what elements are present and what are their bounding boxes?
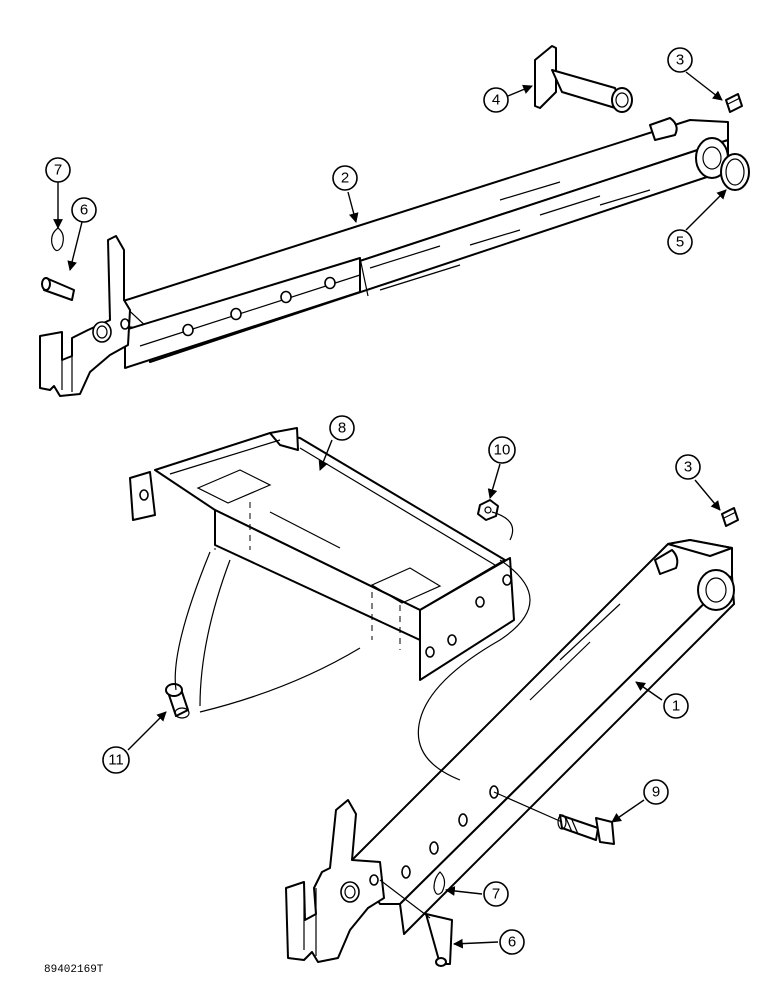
callout-11: 11 xyxy=(102,711,167,774)
svg-text:3: 3 xyxy=(684,459,692,476)
bolt xyxy=(557,814,615,845)
callout-6-lower: 6 xyxy=(453,929,525,955)
svg-text:6: 6 xyxy=(80,202,88,219)
bushing xyxy=(165,683,190,719)
svg-text:5: 5 xyxy=(676,234,684,251)
svg-text:1: 1 xyxy=(672,698,680,715)
callout-1: 1 xyxy=(635,681,689,719)
svg-text:3: 3 xyxy=(676,52,684,69)
svg-text:7: 7 xyxy=(492,886,500,903)
svg-text:4: 4 xyxy=(492,92,500,109)
assembly-lines xyxy=(174,511,563,919)
svg-text:6: 6 xyxy=(508,934,516,951)
svg-text:10: 10 xyxy=(494,442,511,459)
svg-text:2: 2 xyxy=(341,170,349,187)
callout-2: 2 xyxy=(332,165,359,223)
callout-5: 5 xyxy=(667,189,727,255)
svg-text:9: 9 xyxy=(652,784,660,801)
hitch-pin-lower xyxy=(425,871,453,967)
callout-10: 10 xyxy=(487,436,516,499)
callout-3-upper: 3 xyxy=(667,47,723,101)
callout-7-upper: 7 xyxy=(45,157,71,229)
callout-7-lower: 7 xyxy=(445,881,509,907)
lower-drawbar xyxy=(285,539,735,963)
snap-ring xyxy=(720,153,750,191)
svg-text:8: 8 xyxy=(338,420,346,437)
grease-fitting-lower xyxy=(721,507,739,527)
pivot-pin-upper xyxy=(534,45,633,113)
hitch-pin-upper xyxy=(41,227,75,301)
callout-3-lower: 3 xyxy=(675,454,721,511)
svg-text:7: 7 xyxy=(54,162,62,179)
upper-drawbar xyxy=(39,117,729,397)
grease-fitting-upper xyxy=(725,93,743,113)
callout-9: 9 xyxy=(611,779,669,823)
drawbar-support xyxy=(129,427,515,681)
hex-nut xyxy=(477,499,499,521)
callout-4: 4 xyxy=(483,84,533,113)
callout-8: 8 xyxy=(318,415,355,471)
drawing-reference-code: 89402169T xyxy=(44,964,104,976)
callout-6-upper: 6 xyxy=(67,197,97,271)
svg-text:11: 11 xyxy=(108,752,124,769)
